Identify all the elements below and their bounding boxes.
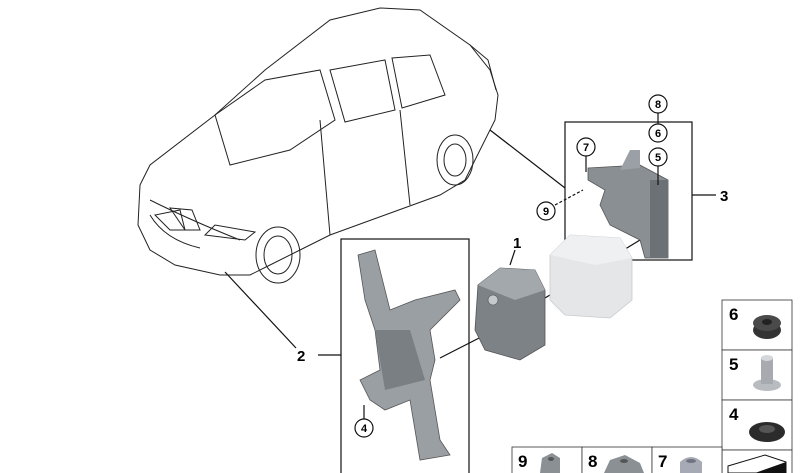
leader-line-2-car xyxy=(224,271,297,349)
callout-leader-9 xyxy=(554,189,584,206)
arrow-icon xyxy=(727,454,787,473)
part-label-3[interactable]: 3 xyxy=(720,188,728,205)
tile-part-8[interactable]: 8 xyxy=(581,446,653,473)
tile-part-5-label: 5 xyxy=(729,355,738,374)
leader-line-bracket xyxy=(439,334,486,359)
tile-part-7-label: 7 xyxy=(658,452,667,471)
callout-9[interactable]: 9 xyxy=(536,201,556,221)
tile-part-9-label: 9 xyxy=(518,452,527,471)
control-unit-image xyxy=(474,267,546,361)
part-label-1[interactable]: 1 xyxy=(513,235,521,252)
tile-part-7[interactable]: 7 xyxy=(651,446,723,473)
tile-part-6[interactable]: 6 xyxy=(721,299,793,351)
callout-5-label: 5 xyxy=(655,152,661,164)
tile-part-4-label: 4 xyxy=(729,405,739,424)
bushing-icon xyxy=(753,355,781,391)
tile-part-4[interactable]: 4 xyxy=(721,399,793,451)
tile-arrow[interactable] xyxy=(721,449,793,473)
part-label-2[interactable]: 2 xyxy=(297,348,305,365)
flange-nut-icon xyxy=(604,455,644,473)
vehicle-illustration xyxy=(137,7,499,284)
callout-8[interactable]: 8 xyxy=(648,94,668,114)
callout-4-label: 4 xyxy=(361,423,368,435)
tile-part-8-label: 8 xyxy=(588,452,597,471)
hex-nut-icon xyxy=(540,453,560,473)
tile-part-6-label: 6 xyxy=(729,305,738,324)
grommet-icon xyxy=(753,315,781,339)
callout-5[interactable]: 5 xyxy=(648,147,668,167)
callout-6[interactable]: 6 xyxy=(648,123,668,143)
tile-part-5[interactable]: 5 xyxy=(721,349,793,401)
callout-7[interactable]: 7 xyxy=(576,137,596,157)
callout-6-label: 6 xyxy=(655,128,661,140)
rubber-washer-icon xyxy=(749,422,785,442)
callout-7-label: 7 xyxy=(583,142,589,154)
callout-9-label: 9 xyxy=(543,206,549,218)
callout-4[interactable]: 4 xyxy=(354,418,374,438)
clip-nut-icon xyxy=(680,457,702,473)
holder-bracket-image xyxy=(587,150,669,259)
bracket-image xyxy=(357,249,461,461)
leader-line-3-car xyxy=(489,129,566,189)
callout-8-label: 8 xyxy=(655,99,661,111)
tile-part-9[interactable]: 9 xyxy=(511,446,583,473)
leader-line-1 xyxy=(509,249,516,266)
cover-image xyxy=(549,234,633,319)
bracket-group-box xyxy=(340,238,470,473)
